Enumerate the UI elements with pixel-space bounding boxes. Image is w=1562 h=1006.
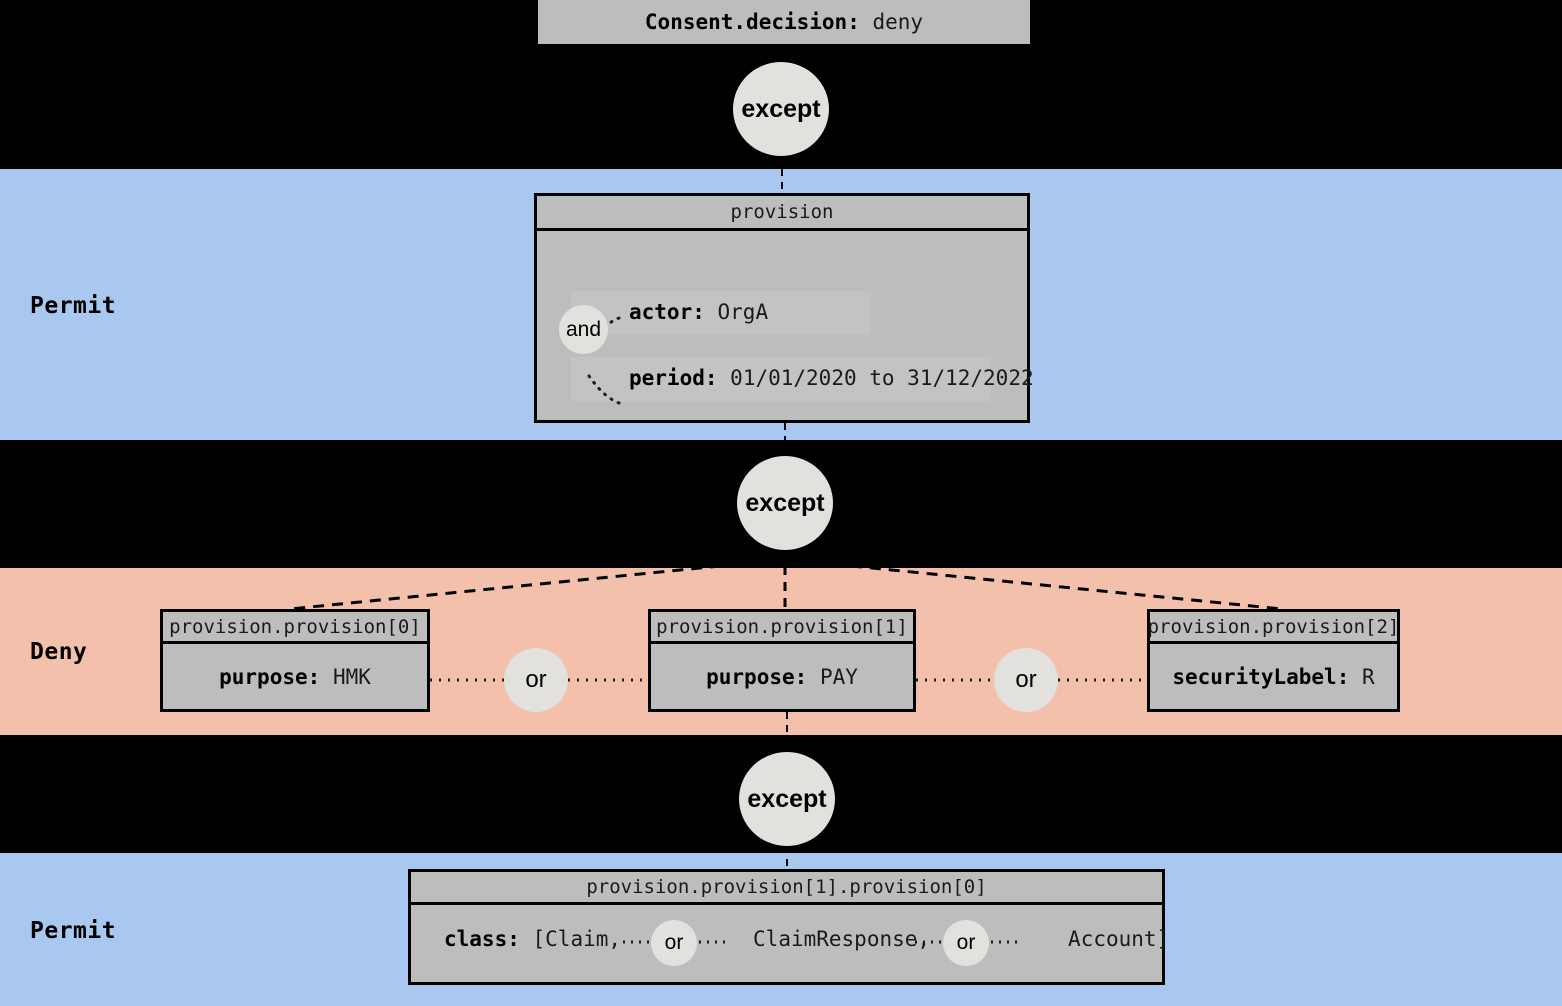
consent-decision-row: Consent.decision: deny <box>645 10 923 34</box>
operator-except-2-label: except <box>745 488 825 517</box>
node-deny-provision-0[interactable]: provision.provision[0] purpose: HMK <box>160 609 430 712</box>
connector-class-or-dots <box>623 940 1019 944</box>
operator-or-2[interactable]: or <box>994 648 1058 712</box>
attr-row-purpose-pay: purpose: PAY <box>706 665 858 689</box>
operator-and-1[interactable]: and <box>559 305 608 354</box>
connector-deny1-to-except3 <box>786 712 788 754</box>
attr-key-actor: actor: <box>629 300 705 324</box>
band-label-deny: Deny <box>30 639 88 665</box>
band-label-permit-top: Permit <box>30 293 117 319</box>
node-provision-body: actor: OrgA period: 01/01/2020 to 31/12/… <box>537 231 1034 423</box>
node-deny-provision-0-header-label: provision.provision[0] <box>169 615 421 638</box>
node-deny-provision-0-body: purpose: HMK <box>163 644 427 709</box>
attr-value-class-open: [Claim, <box>532 927 622 951</box>
operator-except-3[interactable]: except <box>739 752 835 846</box>
attr-value-security-label: R <box>1362 664 1375 689</box>
operator-except-2[interactable]: except <box>737 456 833 550</box>
attr-row-actor: actor: OrgA <box>629 300 768 324</box>
attr-row-security-label: securityLabel: R <box>1172 665 1374 689</box>
node-provision[interactable]: provision actor: OrgA period: 01/01/2020… <box>534 193 1034 423</box>
operator-or-2-label: or <box>1015 666 1037 693</box>
node-nested-provision-header: provision.provision[1].provision[0] <box>411 872 1162 905</box>
attr-row-class: class: [Claim, ClaimResponse, Account] <box>444 927 1169 951</box>
attr-row-period: period: 01/01/2020 to 31/12/2022 <box>629 366 1034 390</box>
operator-or-1-label: or <box>525 666 547 693</box>
attr-key-class: class: <box>444 927 520 951</box>
attr-key-purpose-1: purpose: <box>706 664 808 689</box>
node-deny-provision-0-header: provision.provision[0] <box>163 612 427 644</box>
consent-decision-box[interactable]: Consent.decision: deny <box>538 0 1030 44</box>
attr-key-purpose-0: purpose: <box>219 664 321 689</box>
operator-or-1[interactable]: or <box>504 648 568 712</box>
connector-except1-to-provision <box>781 156 783 194</box>
node-provision-header: provision <box>537 196 1027 231</box>
attr-value-class-middle: ClaimResponse, <box>753 927 931 951</box>
node-deny-provision-2-header-label: provision.provision[2] <box>1147 615 1400 638</box>
node-deny-provision-2-body: securityLabel: R <box>1150 644 1397 709</box>
connector-and-branches <box>587 316 621 405</box>
attr-value-purpose-1: PAY <box>819 664 858 689</box>
node-nested-provision-header-label: provision.provision[1].provision[0] <box>586 876 987 898</box>
attr-highlight-period <box>571 357 991 401</box>
consent-decision-key: Consent.decision: <box>644 10 860 34</box>
attr-key-security-label: securityLabel: <box>1172 664 1350 689</box>
connector-or1-to-deny1 <box>568 678 648 682</box>
node-deny-provision-2[interactable]: provision.provision[2] securityLabel: R <box>1147 609 1400 712</box>
attr-value-class-close: Account] <box>1068 927 1170 951</box>
node-deny-provision-1-body: purpose: PAY <box>651 644 913 709</box>
attr-value-actor: OrgA <box>717 300 769 324</box>
connector-except3-to-nested <box>786 846 788 871</box>
node-nested-provision[interactable]: provision.provision[1].provision[0] clas… <box>408 869 1169 985</box>
connector-deny0-to-or1 <box>430 678 504 682</box>
operator-or-inline-1[interactable]: or <box>651 920 697 966</box>
node-deny-provision-2-header: provision.provision[2] <box>1147 612 1400 644</box>
operator-and-1-label: and <box>565 317 602 341</box>
attr-highlight-actor <box>571 291 871 335</box>
node-provision-header-label: provision <box>730 201 834 223</box>
operator-or-inline-1-label: or <box>664 931 684 954</box>
operator-or-inline-2[interactable]: or <box>943 920 989 966</box>
node-deny-provision-1-header-label: provision.provision[1] <box>656 615 908 638</box>
attr-value-period: 01/01/2020 to 31/12/2022 <box>730 366 1034 390</box>
connector-except2-to-deny-boxes <box>289 550 1283 611</box>
connector-root-to-except1 <box>781 44 783 70</box>
connector-or2-to-deny2 <box>1058 678 1148 682</box>
operator-except-1-label: except <box>741 94 821 123</box>
node-deny-provision-1-header: provision.provision[1] <box>651 612 913 644</box>
node-deny-provision-1[interactable]: provision.provision[1] purpose: PAY <box>648 609 916 712</box>
connector-provision-to-except2 <box>784 423 786 458</box>
connector-deny1-to-or2 <box>916 678 994 682</box>
operator-except-3-label: except <box>747 784 827 813</box>
attr-key-period: period: <box>629 366 718 390</box>
attr-value-purpose-0: HMK <box>332 664 371 689</box>
node-nested-provision-body: class: [Claim, ClaimResponse, Account] <box>411 905 1169 982</box>
attr-row-purpose-hmk: purpose: HMK <box>219 665 371 689</box>
band-label-permit-bottom: Permit <box>30 918 117 944</box>
operator-or-inline-2-label: or <box>956 931 976 954</box>
consent-decision-value: deny <box>872 10 924 34</box>
operator-except-1[interactable]: except <box>733 62 829 156</box>
